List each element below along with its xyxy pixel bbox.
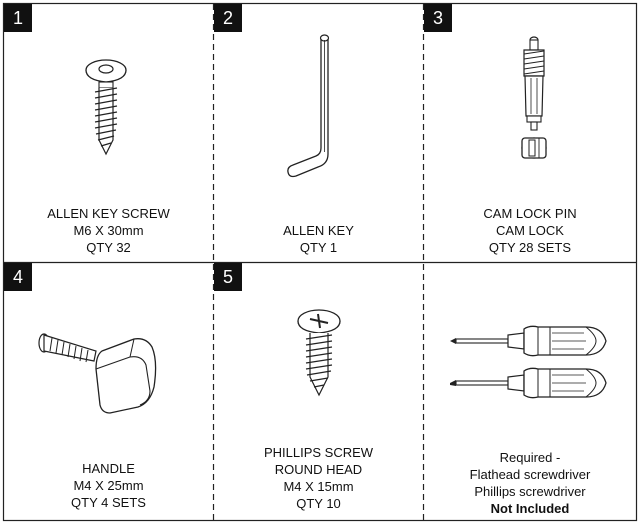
tools-caption: Required - Flathead screwdriver Phillips…	[424, 449, 636, 517]
part-head-type: ROUND HEAD	[274, 462, 363, 477]
tools-cell: Required - Flathead screwdriver Phillips…	[424, 263, 636, 520]
part-quantity: QTY 1	[299, 240, 338, 255]
part-number-badge: 4	[4, 263, 32, 291]
cam-lock-pin-icon	[521, 36, 547, 159]
part-number-badge: 1	[4, 4, 32, 32]
part-caption: ALLEN KEY SCREW M6 X 30mm QTY 32	[4, 205, 213, 256]
part-name-secondary: CAM LOCK	[496, 223, 564, 238]
allen-key-screw-icon	[85, 59, 127, 156]
part-name: ALLEN KEY SCREW	[47, 206, 170, 221]
part-cell-1: 1 ALLEN KEY SCREW M6 X 30mm QTY 32	[4, 4, 213, 262]
part-quantity: QTY 32	[86, 240, 131, 255]
tools-not-included: Not Included	[490, 501, 570, 516]
part-cell-3: 3 CAM LOCK PIN CAM LOCK QTY 28 SETS	[424, 4, 636, 262]
part-cell-4: 4 HANDLE M4 X 25mm QTY 4 SETS	[4, 263, 213, 520]
part-size: M4 X 15mm	[283, 479, 354, 494]
part-name: PHILLIPS SCREW	[263, 445, 374, 460]
part-number-badge: 3	[424, 4, 452, 32]
part-name: HANDLE	[82, 461, 135, 476]
part-quantity: QTY 4 SETS	[71, 495, 146, 510]
part-quantity: QTY 28 SETS	[488, 240, 572, 255]
screwdrivers-icon	[450, 325, 607, 399]
part-cell-5: 5 PHILLIPS SCREW ROUND HEAD M4 X 15mm QT…	[214, 263, 423, 520]
part-name: CAM LOCK PIN	[483, 206, 577, 221]
part-size: M6 X 30mm	[73, 223, 144, 238]
part-caption: CAM LOCK PIN CAM LOCK QTY 28 SETS	[424, 205, 636, 256]
tools-flathead: Flathead screwdriver	[469, 467, 591, 482]
part-name: ALLEN KEY	[283, 223, 354, 238]
part-caption: ALLEN KEY QTY 1	[214, 222, 423, 256]
part-quantity: QTY 10	[296, 496, 341, 511]
phillips-screw-icon	[297, 309, 341, 397]
part-caption: PHILLIPS SCREW ROUND HEAD M4 X 15mm QTY …	[214, 444, 423, 512]
tools-phillips: Phillips screwdriver	[474, 484, 586, 499]
part-number-badge: 2	[214, 4, 242, 32]
allen-key-icon	[287, 34, 330, 178]
part-cell-2: 2 ALLEN KEY QTY 1	[214, 4, 423, 262]
handle-icon	[38, 333, 157, 414]
tools-required-label: Required -	[499, 450, 561, 465]
part-caption: HANDLE M4 X 25mm QTY 4 SETS	[4, 460, 213, 511]
part-number-badge: 5	[214, 263, 242, 291]
part-size: M4 X 25mm	[73, 478, 144, 493]
